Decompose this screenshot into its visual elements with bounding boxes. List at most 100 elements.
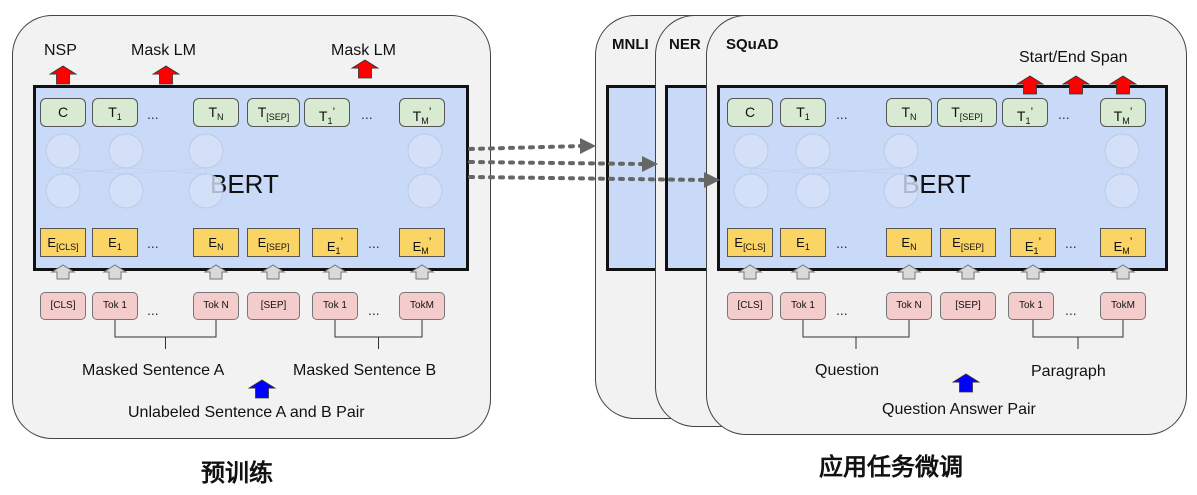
pretrain-embedding-box-subscript: 1	[116, 242, 122, 252]
finetune-token-ellipsis-1: ...	[836, 302, 848, 318]
finetune-output-box-4: T[SEP]	[937, 98, 997, 127]
pretrain-pair-arrow	[247, 379, 277, 399]
mask-lm-head-arrow-1	[151, 65, 181, 85]
finetune-embedding-box-subscript: [CLS]	[743, 242, 766, 252]
pretrain-caption: 预训练	[201, 460, 273, 487]
span-arrow-middle	[1061, 75, 1091, 95]
finetune-output-ellipsis-2: ...	[1058, 106, 1070, 122]
pretrain-token-box-1: [CLS]	[40, 292, 86, 320]
finetune-embedding-box-1: E[CLS]	[727, 228, 773, 257]
finetune-embed-ellipsis-2: ...	[1065, 235, 1077, 251]
finetune-output-box-subscript: 1	[1025, 116, 1031, 126]
finetune-output-box-subscript: M	[1122, 116, 1130, 126]
finetune-output-ellipsis-1: ...	[836, 106, 848, 122]
pretrain-embed-ellipsis-2: ...	[368, 235, 380, 251]
pretrain-embedding-box-subscript: M	[421, 246, 429, 256]
paragraph-label: Paragraph	[1031, 363, 1106, 380]
pretrain-input-arrow	[260, 264, 286, 280]
transfer-arrow-squad	[468, 175, 708, 182]
transformer-node	[795, 173, 831, 209]
pretrain-output-box-main-text: T	[318, 108, 328, 124]
transformer-connection	[812, 167, 902, 175]
pretrain-token-box-4: [SEP]	[247, 292, 300, 320]
end-span-arrow	[1108, 75, 1138, 95]
question-bracket	[802, 320, 910, 338]
unlabeled-pair-label: Unlabeled Sentence A and B Pair	[128, 404, 365, 421]
pretrain-embedding-box-6: EM’	[399, 228, 445, 257]
finetune-embedding-box-main-text: E	[901, 235, 911, 250]
finetune-embedding-box-main-text: E	[796, 235, 805, 250]
pretrain-embedding-box-subscript: 1	[335, 246, 341, 256]
finetune-output-box-5: T1’	[1002, 98, 1048, 127]
mask-lm-head-arrow-2	[350, 59, 380, 79]
pretrain-input-arrow	[203, 264, 229, 280]
pretrain-input-arrow	[102, 264, 128, 280]
pretrain-output-box-1: C	[40, 98, 86, 127]
transformer-node	[1104, 173, 1140, 209]
pretrain-output-box-main-text: T	[257, 104, 267, 120]
finetune-embed-ellipsis-1: ...	[836, 235, 848, 251]
finetune-token-box-1: [CLS]	[727, 292, 773, 320]
pretrain-embedding-box-2: E1	[92, 228, 138, 257]
pretrain-output-box-main-text: C	[57, 104, 69, 120]
pretrain-output-box-main-text: T	[108, 104, 117, 120]
pretrain-output-box-main-text: T	[412, 108, 422, 124]
transformer-node	[795, 133, 831, 169]
pretrain-output-box-3: TN	[193, 98, 239, 127]
finetune-embedding-box-subscript: [SEP]	[960, 242, 984, 252]
pretrain-output-box-prime: ’	[332, 105, 336, 119]
pretrain-embedding-box-prime: ’	[340, 235, 344, 249]
finetune-output-box-main-text: T	[1016, 108, 1026, 124]
finetune-output-box-main-text: T	[951, 104, 960, 120]
finetune-input-arrow	[896, 264, 922, 280]
finetune-embedding-box-subscript: 1	[804, 242, 810, 252]
pretrain-embedding-box-3: EN	[193, 228, 239, 257]
mask-lm-label-2: Mask LM	[331, 42, 396, 59]
pretrain-embedding-box-subscript: [CLS]	[56, 242, 79, 252]
finetune-embedding-box-2: E1	[780, 228, 826, 257]
finetune-token-box-4: [SEP]	[940, 292, 996, 320]
question-answer-pair-label: Question Answer Pair	[882, 401, 1036, 418]
finetune-output-box-main-text: T	[1113, 108, 1123, 124]
finetune-embedding-box-subscript: N	[910, 242, 917, 252]
start-end-span-label: Start/End Span	[1019, 49, 1128, 66]
finetune-token-box-2: Tok 1	[780, 292, 826, 320]
finetune-input-arrow	[790, 264, 816, 280]
pretrain-token-ellipsis-2: ...	[368, 302, 380, 318]
pretrain-output-ellipsis-1: ...	[147, 106, 159, 122]
finetune-embedding-box-main-text: E	[952, 235, 961, 250]
transformer-node	[108, 173, 144, 209]
pretrain-output-box-subscript: M	[421, 116, 429, 126]
squad-task-label: SQuAD	[726, 36, 779, 53]
finetune-embedding-box-prime: ’	[1129, 235, 1133, 249]
transformer-node	[733, 133, 769, 169]
finetune-token-ellipsis-2: ...	[1065, 302, 1077, 318]
finetune-embedding-box-4: E[SEP]	[940, 228, 996, 257]
transformer-node	[1104, 133, 1140, 169]
pretrain-embedding-box-1: E[CLS]	[40, 228, 86, 257]
question-label: Question	[815, 362, 880, 379]
finetune-input-arrow	[1110, 264, 1136, 280]
finetune-input-arrow	[737, 264, 763, 280]
pretrain-output-box-5: T1’	[304, 98, 350, 127]
finetune-output-box-3: TN	[886, 98, 932, 127]
pretrain-output-box-4: T[SEP]	[247, 98, 300, 127]
transformer-node	[108, 133, 144, 169]
finetune-embedding-box-main-text: E	[734, 235, 744, 250]
pretrain-embedding-box-4: E[SEP]	[247, 228, 300, 257]
finetune-output-box-main-text: T	[796, 104, 805, 120]
transformer-node	[407, 173, 443, 209]
nsp-head-arrow	[48, 65, 78, 85]
paragraph-bracket	[1032, 320, 1124, 338]
transformer-node	[883, 133, 919, 169]
finetune-caption: 应用任务微调	[819, 454, 963, 481]
pretrain-token-box-6: TokM	[399, 292, 445, 320]
finetune-output-box-main-text: T	[901, 104, 911, 120]
transformer-node	[733, 173, 769, 209]
finetune-token-box-6: TokM	[1100, 292, 1146, 320]
pretrain-output-box-2: T1	[92, 98, 138, 127]
transformer-connection	[125, 167, 207, 175]
finetune-input-arrow	[955, 264, 981, 280]
transformer-connection	[62, 167, 127, 175]
finetune-embedding-box-3: EN	[886, 228, 932, 257]
